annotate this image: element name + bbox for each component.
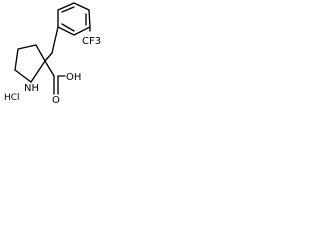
benzene-ring — [57, 2, 91, 36]
benzene-double-bond-1 — [61, 6, 75, 13]
hcl-label: HCl — [4, 93, 20, 103]
hydroxyl-label: OH — [66, 72, 81, 83]
cf3-label: CF3 — [82, 36, 101, 47]
pyrrolidine-ring — [14, 44, 46, 83]
benzyl-ch2-bond-2 — [44, 52, 53, 62]
benzyl-ch2-bond-1 — [51, 26, 59, 54]
amine-label: NH — [24, 83, 39, 94]
carboxyl-bond — [44, 60, 55, 77]
structure-svg: CF3 OH O NH HCl — [4, 2, 101, 106]
benzene-double-bond-3 — [61, 23, 75, 32]
carbonyl-oxygen-label: O — [52, 95, 60, 106]
chemical-structure: CF3 OH O NH HCl — [0, 0, 122, 108]
